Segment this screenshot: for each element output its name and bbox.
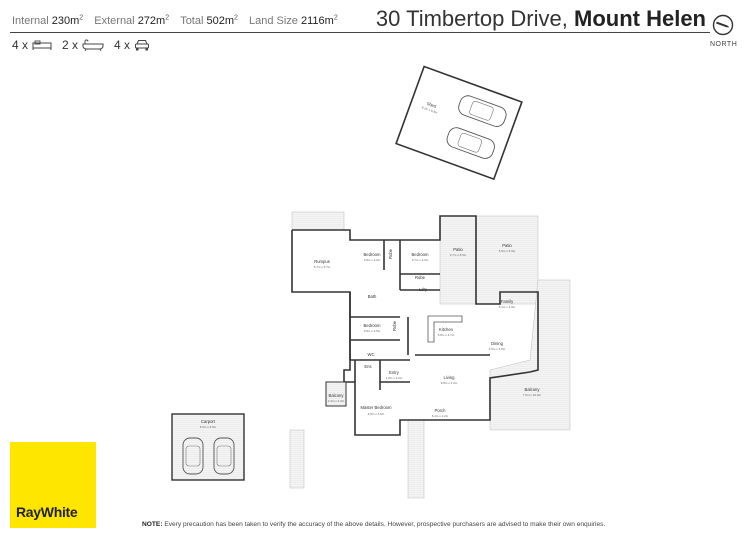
stat-land-size: Land Size 2116m2 bbox=[249, 14, 338, 27]
room-patio2-dim: 5.9m x 5.9m bbox=[499, 249, 516, 253]
north-compass-icon bbox=[712, 14, 734, 36]
disclaimer-note: NOTE: Every precaution has been taken to… bbox=[142, 521, 605, 528]
room-kitchen-dim: 5.8m x 4.7m bbox=[438, 333, 455, 337]
parking-count: 4 x bbox=[114, 38, 131, 52]
room-carport-name: Carport bbox=[201, 419, 216, 424]
brand-name: RayWhite bbox=[16, 504, 78, 520]
room-kitchen-name: Kitchen bbox=[439, 327, 454, 332]
side-steps bbox=[289, 429, 305, 489]
room-family-dim: 6.1m x 4.9m bbox=[499, 305, 516, 309]
address-street: 30 Timbertop Drive, bbox=[375, 6, 568, 31]
stat-internal: Internal 230m2 bbox=[12, 14, 84, 27]
car-outline bbox=[458, 95, 507, 127]
room-master-dim: 4.8m x 4.5m bbox=[368, 412, 385, 416]
room-dining-name: Dining bbox=[491, 341, 504, 346]
room-robe3-name: Robe bbox=[392, 320, 397, 331]
room-ldry-name: Ldry bbox=[419, 287, 428, 292]
carport: Carport 6.5m x 6.5m bbox=[171, 413, 245, 481]
room-balcony1-name: Balcony bbox=[329, 393, 345, 398]
balcony-small bbox=[325, 381, 347, 407]
car-icon bbox=[135, 40, 150, 51]
feature-counts: 4 x 2 x 4 x bbox=[12, 38, 160, 52]
rumpus-deck bbox=[291, 211, 345, 231]
room-bath-name: Bath bbox=[368, 294, 377, 299]
room-robe2-name: Robe bbox=[415, 275, 426, 280]
bath-icon bbox=[82, 39, 104, 51]
room-bedroom2-name: Bedroom bbox=[412, 252, 430, 257]
room-bedroom3-name: Bedroom bbox=[364, 323, 382, 328]
raywhite-logo: RayWhite bbox=[10, 442, 96, 528]
car-outline bbox=[446, 127, 495, 159]
room-living-name: Living bbox=[444, 375, 456, 380]
bed-icon bbox=[32, 40, 52, 50]
north-compass: NORTH bbox=[710, 14, 738, 50]
floor-plan: Shed 8.1m x 6.8m Rumpus 5.7m x 5.7m Bedr… bbox=[171, 65, 571, 499]
header: Internal 230m2 External 272m2 Total 502m… bbox=[0, 0, 750, 60]
address-suburb: Mount Helen bbox=[574, 6, 706, 31]
property-address: 30 Timbertop Drive, Mount Helen bbox=[376, 6, 706, 32]
note-text: Every precaution has been taken to verif… bbox=[164, 521, 606, 528]
room-patio2-name: Patio bbox=[502, 243, 512, 248]
header-divider bbox=[10, 32, 710, 33]
room-bedroom2-dim: 3.7m x 3.3m bbox=[412, 258, 429, 262]
house-walls bbox=[291, 215, 539, 436]
room-carport-dim: 6.5m x 6.5m bbox=[200, 425, 217, 429]
room-shed-name: Shed bbox=[426, 101, 438, 109]
room-shed-dim: 8.1m x 6.8m bbox=[421, 105, 438, 115]
room-ens-name: Ens bbox=[364, 364, 371, 369]
balcony-deck bbox=[489, 279, 571, 431]
bathroom-count: 2 x bbox=[62, 38, 79, 52]
room-balcony2-name: Balcony bbox=[525, 387, 541, 392]
room-entry-dim: 1.8m x 4.2m bbox=[386, 376, 403, 380]
stat-external: External 272m2 bbox=[94, 14, 170, 27]
room-entry-name: Entry bbox=[389, 370, 400, 375]
room-porch-name: Porch bbox=[435, 408, 447, 413]
room-bedroom1-name: Bedroom bbox=[364, 252, 382, 257]
room-robe1-name: Robe bbox=[388, 248, 393, 259]
room-dining-dim: 4.5m x 3.5m bbox=[489, 347, 506, 351]
patio-left bbox=[439, 215, 477, 305]
room-rumpus-name: Rumpus bbox=[314, 259, 330, 264]
front-steps bbox=[407, 419, 425, 499]
note-label: NOTE: bbox=[142, 521, 163, 528]
bedroom-count: 4 x bbox=[12, 38, 29, 52]
room-wc-name: WC bbox=[368, 352, 375, 357]
room-bedroom1-dim: 3.8m x 3.2m bbox=[364, 258, 381, 262]
stat-total: Total 502m2 bbox=[180, 14, 238, 27]
room-family-name: Family bbox=[501, 299, 514, 304]
room-rumpus-dim: 5.7m x 5.7m bbox=[314, 265, 331, 269]
room-living-dim: 6.8m x 4.2m bbox=[441, 381, 458, 385]
room-patio1-dim: 3.7m x 8.5m bbox=[450, 253, 467, 257]
kitchen-bench bbox=[427, 315, 463, 343]
area-stats: Internal 230m2 External 272m2 Total 502m… bbox=[12, 14, 346, 27]
shed: Shed 8.1m x 6.8m bbox=[395, 65, 523, 181]
room-balcony1-dim: 2.4m x 2.3m bbox=[328, 399, 345, 403]
room-patio1-name: Patio bbox=[453, 247, 463, 252]
room-bedroom3-dim: 3.8m x 3.5m bbox=[364, 329, 381, 333]
room-porch-dim: 6.4m x 2.2m bbox=[432, 414, 449, 418]
patio-right bbox=[475, 215, 539, 305]
room-master-name: Master Bedroom bbox=[361, 405, 392, 410]
compass-label: NORTH bbox=[710, 41, 738, 48]
room-balcony2-dim: 7.5m x 10.0m bbox=[523, 393, 542, 397]
